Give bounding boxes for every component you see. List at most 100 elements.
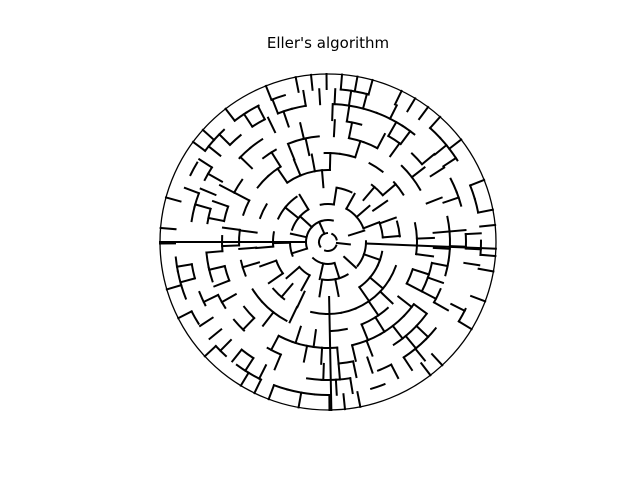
- maze-wall-arc: [305, 344, 324, 349]
- maze-wall-arc: [297, 265, 311, 277]
- maze-wall-radial: [255, 245, 275, 250]
- maze-wall-radial: [218, 338, 233, 353]
- maze-wall-radial: [211, 199, 230, 208]
- maze-wall-radial: [205, 250, 224, 254]
- maze-wall-radial: [339, 73, 344, 91]
- maze-wall-radial: [367, 78, 374, 96]
- maze-wall-radial: [388, 141, 401, 158]
- maze-wall-radial: [243, 356, 255, 373]
- maze-wall-radial: [285, 265, 301, 280]
- maze-wall-radial: [432, 300, 450, 312]
- maze-wall-radial: [298, 193, 310, 211]
- maze-wall-radial: [420, 152, 436, 166]
- maze-wall-arc: [468, 184, 477, 201]
- maze-wall-radial: [292, 158, 302, 177]
- maze-wall-arc: [256, 174, 270, 189]
- maze-wall-arc: [205, 251, 210, 269]
- maze-wall-radial: [318, 88, 322, 106]
- maze-wall-arc: [235, 363, 250, 375]
- maze-wall-arc: [285, 174, 302, 185]
- maze-wall-arc: [353, 90, 370, 96]
- maze-wall-arc: [388, 117, 404, 128]
- maze-wall-arc: [270, 93, 287, 102]
- maze-wall-radial: [334, 378, 338, 396]
- maze-wall-radial: [406, 97, 417, 113]
- maze-wall-arc: [402, 347, 417, 359]
- maze-wall-radial: [295, 290, 306, 309]
- maze-wall-arc: [290, 216, 300, 231]
- maze-wall-radial: [332, 119, 336, 138]
- maze-wall-radial: [449, 302, 467, 313]
- maze-wall-radial: [419, 361, 432, 377]
- maze-wall-arc: [286, 388, 303, 394]
- maze-wall-radial: [256, 104, 267, 121]
- maze-wall-radial: [469, 294, 487, 303]
- maze-wall-arc: [313, 169, 331, 173]
- maze-wall-arc: [400, 164, 414, 179]
- maze-wall-radial: [257, 363, 268, 381]
- maze-wall-radial: [355, 204, 371, 219]
- maze-wall-radial: [270, 150, 282, 169]
- maze-wall-arc: [367, 290, 382, 303]
- maze-wall-arc: [388, 264, 398, 282]
- maze-wall-arc: [311, 256, 325, 265]
- maze-wall-arc: [299, 170, 317, 177]
- maze-wall-arc: [247, 371, 263, 381]
- maze-wall-radial: [415, 324, 430, 339]
- maze-wall-radial: [294, 75, 300, 94]
- maze-wall-arc: [212, 128, 226, 142]
- maze-wall-arc: [356, 253, 366, 268]
- maze-wall-arc: [266, 346, 283, 356]
- maze-wall-radial: [238, 155, 254, 170]
- maze-wall-radial: [362, 253, 382, 262]
- maze-wall-arc: [176, 270, 183, 287]
- maze-wall-radial: [282, 110, 290, 128]
- maze-wall-arc: [395, 220, 401, 238]
- maze-wall-arc: [290, 104, 307, 111]
- maze-wall-arc: [404, 324, 418, 338]
- maze-wall-radial: [218, 183, 236, 194]
- maze-wall-arc: [368, 161, 384, 174]
- maze-wall-radial: [238, 229, 258, 234]
- maze-wall-radial: [328, 295, 333, 411]
- maze-wall-arc: [370, 183, 385, 197]
- maze-wall-radial: [213, 279, 231, 288]
- maze-wall-radial: [476, 208, 495, 214]
- maze-wall-arc: [288, 241, 294, 257]
- maze-wall-radial: [391, 324, 405, 340]
- maze-wall-radial: [441, 156, 458, 168]
- maze-wall-arc: [338, 152, 357, 159]
- maze-wall-radial: [217, 132, 232, 147]
- maze-wall-arc: [242, 305, 256, 320]
- maze-wall-radial: [337, 362, 342, 381]
- maze-wall-arc: [250, 118, 267, 129]
- maze-wall-arc: [424, 326, 438, 341]
- maze-wall-radial: [159, 226, 177, 231]
- maze-wall-radial: [381, 182, 398, 197]
- maze-wall-radial: [207, 144, 222, 158]
- maze-wall-radial: [241, 261, 261, 269]
- maze-wall-radial: [463, 261, 481, 267]
- maze-wall-arc: [402, 302, 416, 318]
- maze-wall-radial: [428, 115, 442, 130]
- maze-wall-radial: [294, 325, 303, 345]
- maze-wall-arc: [457, 307, 467, 323]
- maze-wall-radial: [276, 167, 289, 185]
- maze-wall-radial: [353, 75, 359, 93]
- maze-wall-radial: [318, 278, 324, 298]
- maze-wall-arc: [446, 215, 451, 233]
- maze-wall-arc: [473, 197, 480, 214]
- maze-wall-arc: [314, 393, 331, 396]
- maze-wall-radial: [304, 137, 311, 157]
- maze-wall-arc: [354, 299, 371, 310]
- maze-wall-radial: [371, 199, 389, 213]
- maze-wall-radial: [433, 143, 448, 157]
- maze-wall-arc: [309, 310, 328, 315]
- maze-wall-arc: [302, 135, 320, 140]
- maze-wall-arc: [365, 332, 382, 343]
- maze-wall-radial: [332, 186, 338, 206]
- maze-wall-radial: [208, 327, 223, 341]
- maze-wall-radial: [269, 334, 280, 352]
- maze-wall-radial: [430, 261, 449, 268]
- maze-wall-radial: [410, 165, 426, 179]
